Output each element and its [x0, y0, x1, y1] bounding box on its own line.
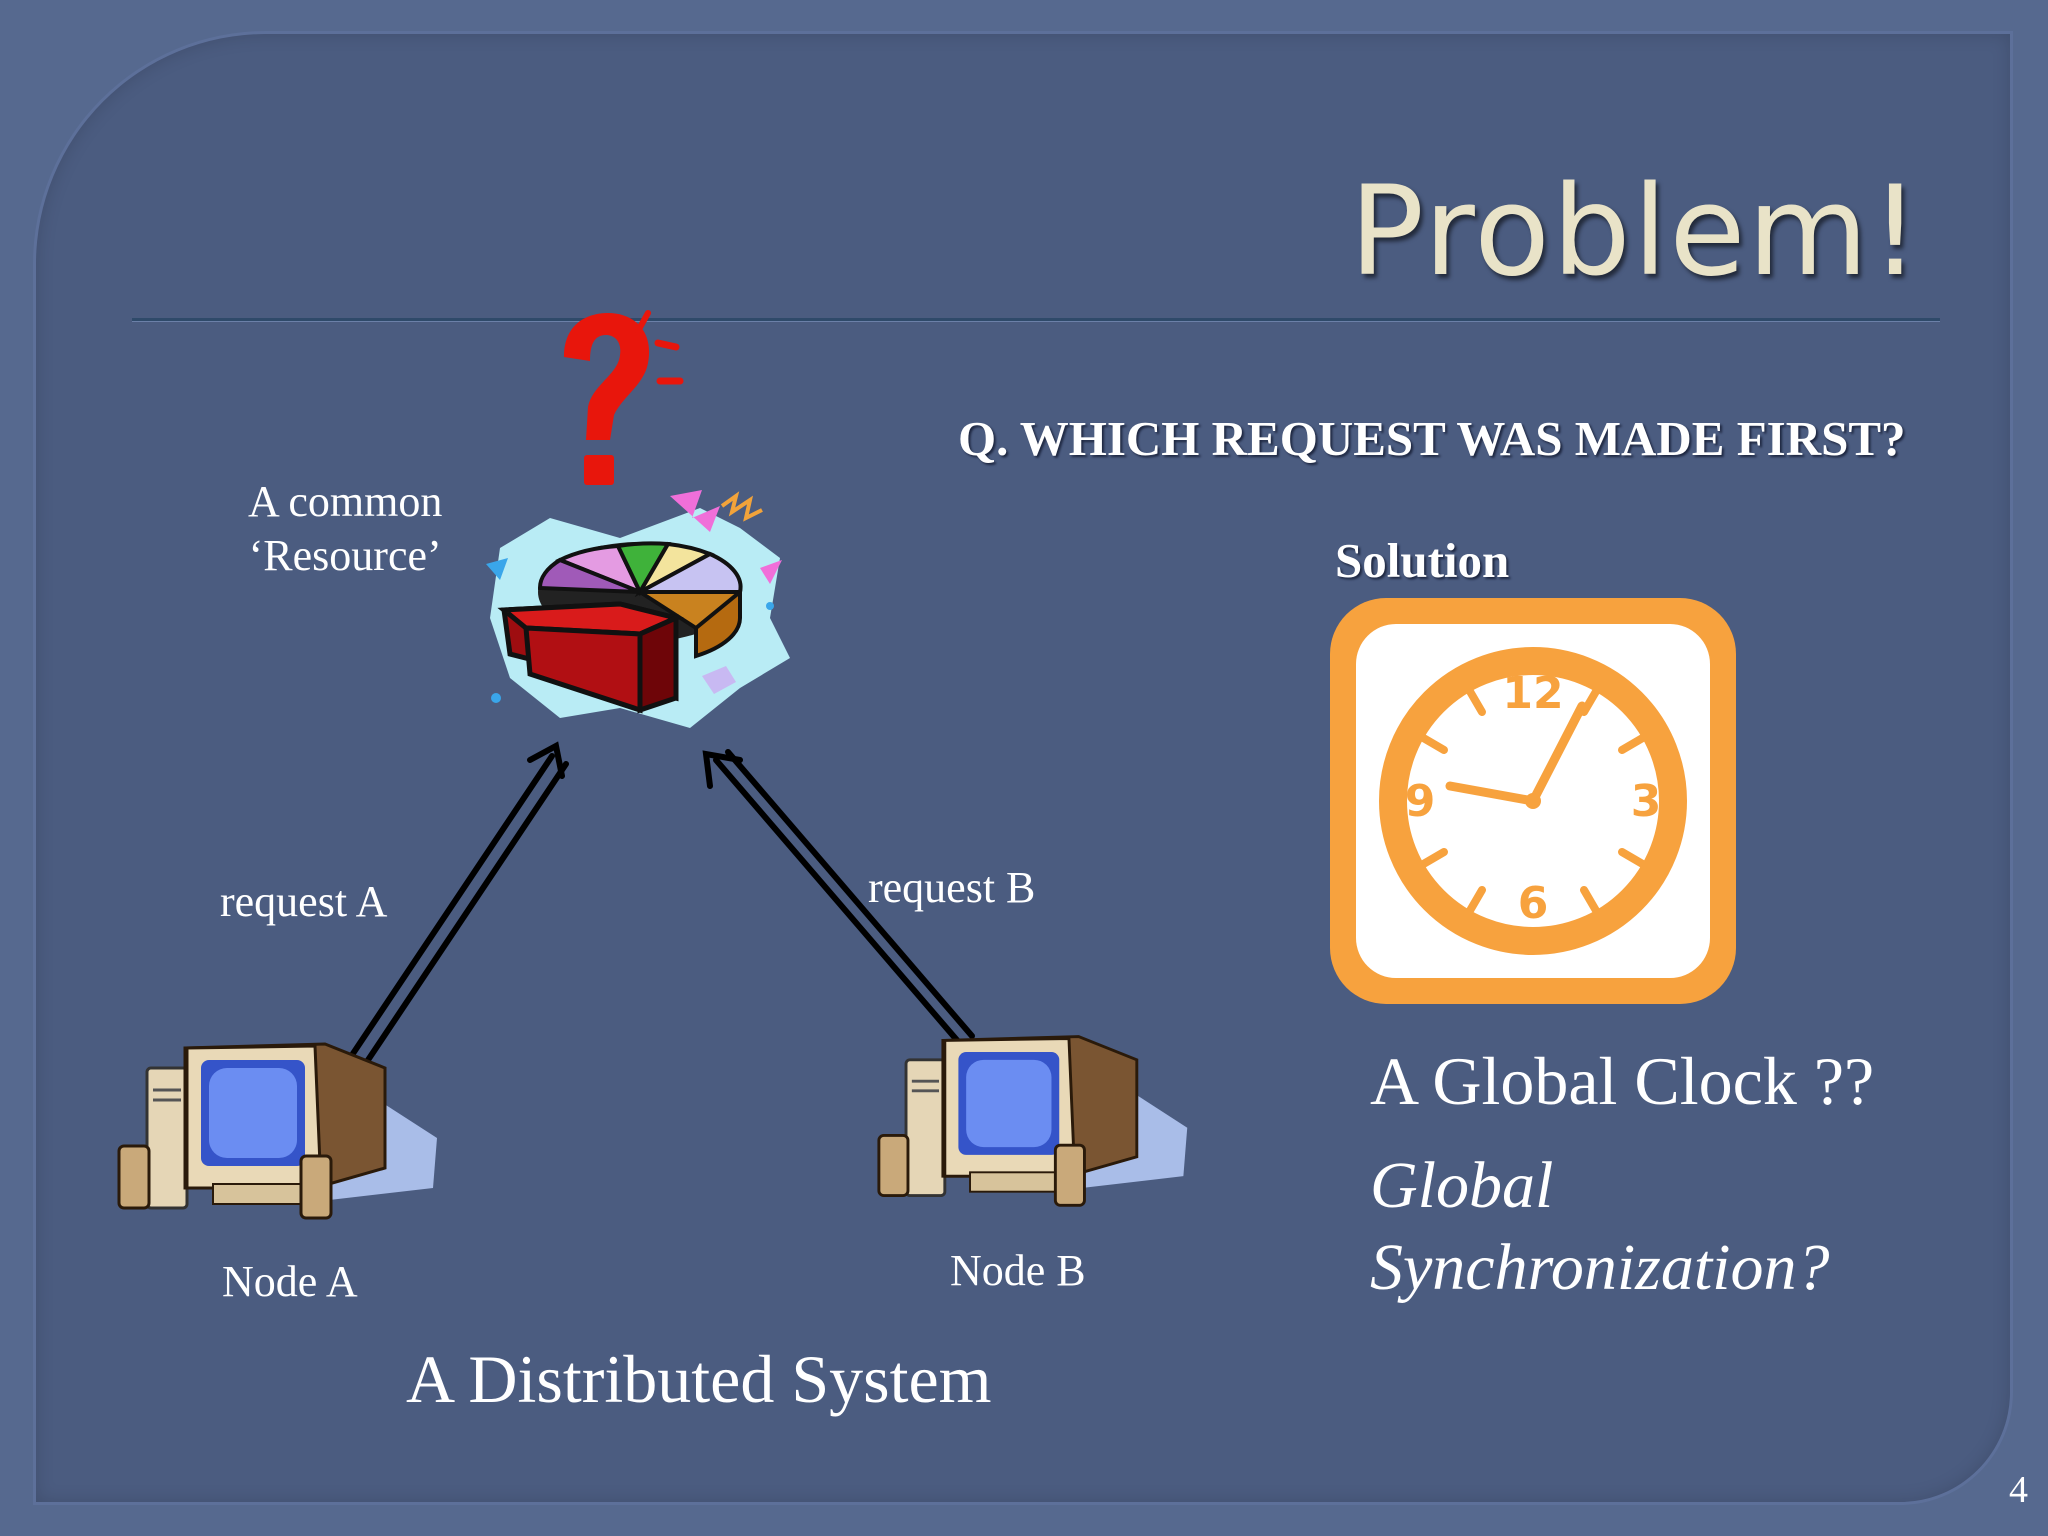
- slide-title: Problem!: [1349, 160, 1922, 304]
- global-sync-text: Global Synchronization?: [1370, 1145, 1830, 1309]
- clock-numeral-3: 3: [1631, 776, 1662, 827]
- request-b-label: request B: [868, 863, 1036, 912]
- node-a-label: Node A: [222, 1257, 358, 1306]
- page-number: 4: [2009, 1469, 2028, 1511]
- resource-label-line2: ‘Resource’: [248, 531, 442, 580]
- clock-numeral-12: 12: [1502, 668, 1563, 719]
- node-a-computer-icon: [117, 1042, 437, 1220]
- clock-icon: 12 3 6 9: [1330, 598, 1736, 1004]
- pie-chart-resource-icon: [486, 490, 790, 728]
- system-caption: A Distributed System: [406, 1341, 992, 1417]
- request-a-label: request A: [220, 877, 388, 926]
- solution-label: Solution: [1335, 533, 1510, 588]
- request-b-arrow: [702, 749, 975, 1049]
- resource-label: A common ‘Resource’: [248, 475, 442, 583]
- request-a-arrow: [347, 741, 569, 1069]
- global-sync-line2: Synchronization?: [1370, 1231, 1830, 1304]
- question-mark-icon: [564, 310, 684, 485]
- clock-numeral-6: 6: [1518, 878, 1549, 929]
- question-text: Q. WHICH REQUEST WAS MADE FIRST?: [958, 411, 1906, 466]
- global-sync-line1: Global: [1370, 1149, 1554, 1222]
- global-clock-text: A Global Clock ??: [1370, 1043, 1875, 1119]
- title-divider: [132, 318, 1940, 322]
- node-b-label: Node B: [950, 1246, 1086, 1295]
- node-b-computer-icon: [877, 1035, 1188, 1207]
- clock-numeral-9: 9: [1405, 776, 1436, 827]
- resource-label-line1: A common: [248, 477, 443, 526]
